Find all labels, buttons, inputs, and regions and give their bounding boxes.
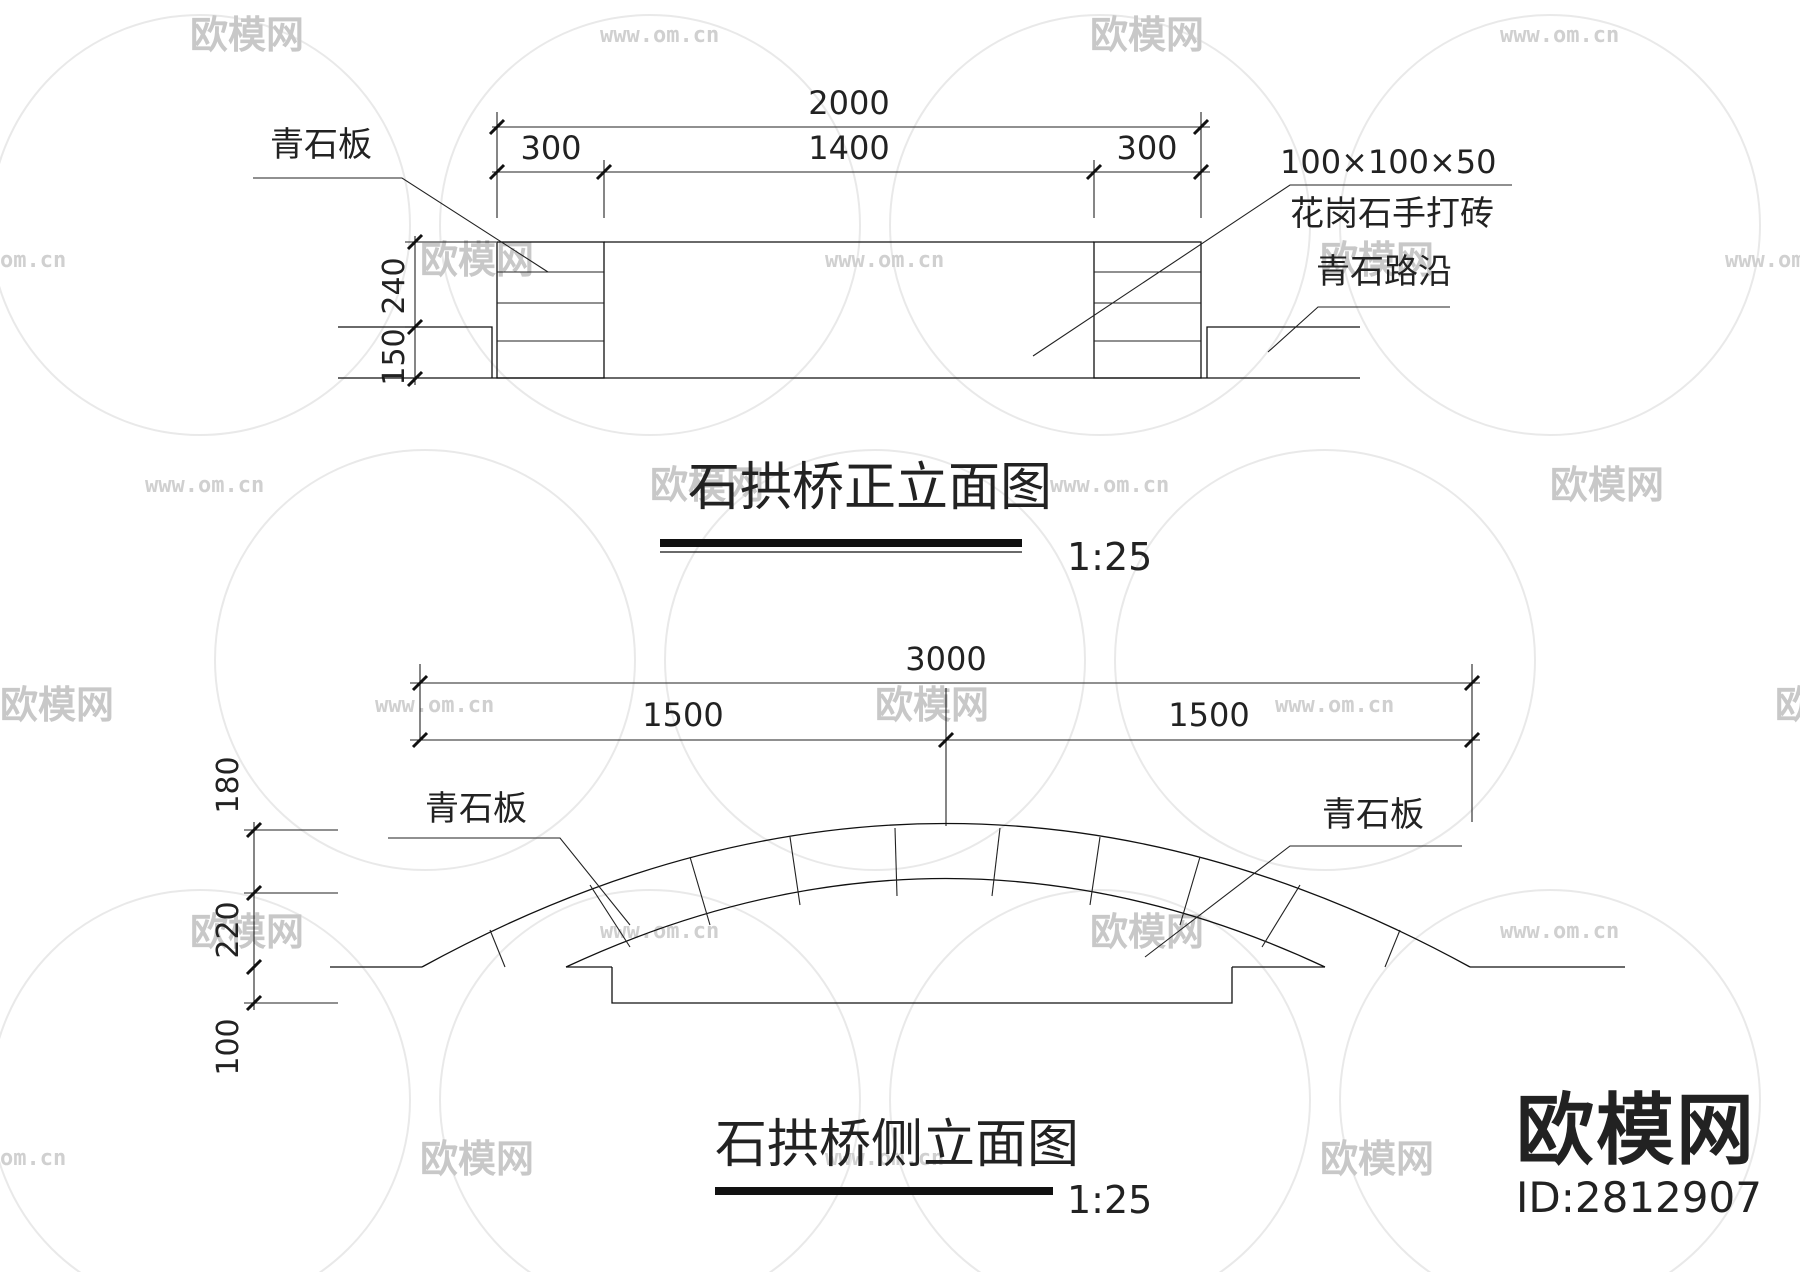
watermark-url: www.om.cn	[1725, 248, 1800, 273]
callout-side-left-slab: 青石板	[425, 789, 527, 829]
side-title-underline	[715, 1187, 1053, 1195]
watermark-url: www.om.cn	[825, 1146, 944, 1171]
front-view-title: 石拱桥正立面图	[688, 458, 1052, 518]
front-view-scale: 1:25	[1067, 535, 1152, 579]
brand-stamp: 欧模网 ID:2812907	[1516, 1088, 1776, 1222]
front-title-underline	[660, 539, 1022, 547]
foundation	[611, 967, 1233, 1004]
watermark-brand: 欧模网	[1090, 910, 1204, 954]
watermark-brand: 欧模网	[1320, 1137, 1434, 1181]
watermark-brand: 欧模网	[875, 683, 989, 727]
watermark-arcs	[0, 14, 1761, 1272]
watermark-url: www.om.cn	[825, 248, 944, 273]
dim-left-label: 300	[520, 129, 581, 167]
watermark-url-short: om.cn	[0, 248, 66, 273]
watermark-url: www.om.cn	[600, 23, 719, 48]
arch-inner	[565, 877, 1326, 968]
dim-side-height-mid: 220	[211, 901, 246, 958]
watermark-brand: 欧模网	[420, 238, 534, 282]
watermark-brand: 欧模网	[190, 13, 304, 57]
dim-height-upper: 240	[377, 257, 412, 314]
watermark-url: www.om.cn	[1050, 473, 1169, 498]
front-elevation: 2000 300 1400 300 240 150	[253, 84, 1512, 579]
watermark-url: www.om.cn	[1275, 693, 1394, 718]
callout-brick-name: 花岗石手打砖	[1290, 194, 1494, 234]
watermark-brand: 欧模网	[650, 463, 764, 507]
watermark-url: www.om.cn	[1500, 919, 1619, 944]
brand-stamp-name: 欧模网	[1516, 1086, 1757, 1176]
dim-height-lower: 150	[377, 328, 412, 385]
dim-side-height-top: 180	[211, 756, 246, 813]
watermark-url: www.om.cn	[145, 473, 264, 498]
callout-stone-slab: 青石板	[270, 125, 372, 165]
callout-brick-size: 100×100×50	[1280, 143, 1497, 181]
callout-side-right-slab: 青石板	[1322, 795, 1424, 835]
side-view-title: 石拱桥侧立面图	[715, 1115, 1079, 1175]
dim-total-label: 2000	[808, 84, 889, 122]
watermark-brand: 欧模网	[420, 1137, 534, 1181]
watermark-url: www.om.cn	[375, 693, 494, 718]
dim-side-total-label: 3000	[905, 640, 986, 678]
callout-curb: 青石路沿	[1316, 252, 1452, 292]
dim-side-height-bottom: 100	[211, 1018, 246, 1075]
watermark-brand: 欧模网	[1550, 463, 1664, 507]
side-view-scale: 1:25	[1067, 1178, 1152, 1222]
watermark-brand: 欧模网	[1775, 683, 1800, 727]
watermark-url: www.om.cn	[1500, 23, 1619, 48]
dim-right-label: 300	[1116, 129, 1177, 167]
dim-middle-label: 1400	[808, 129, 889, 167]
watermarks: 欧模网 www.om.cn 欧模网 www.om.cn om.cn 欧模网 ww…	[0, 13, 1800, 1181]
watermark-brand: 欧模网	[190, 910, 304, 954]
watermark-brand: 欧模网	[1320, 238, 1434, 282]
dim-side-left-label: 1500	[642, 696, 723, 734]
watermark-brand: 欧模网	[1090, 13, 1204, 57]
brand-stamp-id: ID:2812907	[1516, 1173, 1762, 1222]
watermark-url: www.om.cn	[600, 919, 719, 944]
arch-outer	[421, 822, 1471, 968]
watermark-url-short: om.cn	[0, 1146, 66, 1171]
watermark-brand: 欧模网	[0, 683, 114, 727]
dim-side-right-label: 1500	[1168, 696, 1249, 734]
side-elevation: 3000 1500 1500 180 220 100	[211, 640, 1625, 1222]
